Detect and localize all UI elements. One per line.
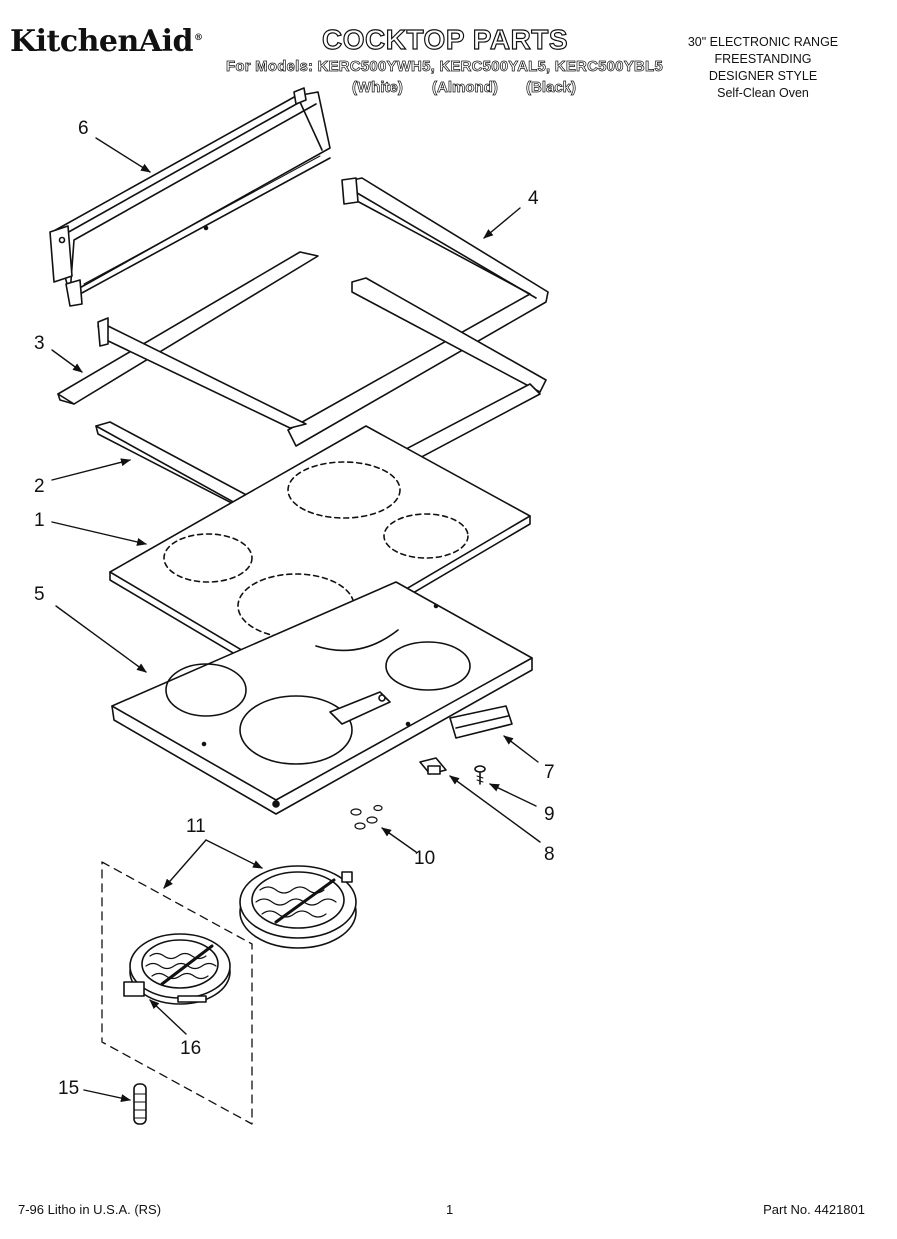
callout-5: 5 <box>34 584 45 605</box>
callout-1: 1 <box>34 510 45 531</box>
leader-lines <box>52 138 540 1102</box>
brand-name: KitchenAid <box>10 24 193 59</box>
leader-16 <box>149 1000 186 1034</box>
registered-mark: ® <box>193 33 203 43</box>
page-title: COCKTOP PARTS <box>321 23 569 55</box>
leader-3 <box>52 350 83 372</box>
dashed-boundary <box>102 862 252 1124</box>
part-5-burner-box <box>112 582 532 814</box>
callout-15: 15 <box>58 1078 80 1099</box>
part-4-cooktop-frame <box>288 178 548 446</box>
leader-4 <box>483 208 520 238</box>
leader-10 <box>381 828 416 852</box>
leader-7 <box>503 736 538 762</box>
spec-line-4: Self-Clean Oven <box>717 86 809 100</box>
leader-15 <box>84 1090 131 1102</box>
callout-4: 4 <box>528 188 539 209</box>
spec-line-3: DESIGNER STYLE <box>708 69 818 83</box>
front-frame <box>98 318 306 428</box>
callout-2: 2 <box>34 476 45 497</box>
footer-part-number: Part No. 4421801 <box>763 1202 865 1217</box>
callout-10: 10 <box>414 848 436 869</box>
leader-9 <box>489 784 536 806</box>
range-spec: 30" ELECTRONIC RANGE FREESTANDING DESIGN… <box>663 34 863 102</box>
brand-logo: KitchenAid® <box>10 24 203 59</box>
part-16-radiant-element <box>124 934 230 1004</box>
callout-8: 8 <box>544 844 555 865</box>
part-15-connector <box>134 1084 146 1124</box>
callout-9: 9 <box>544 804 555 825</box>
callout-11: 11 <box>186 816 206 837</box>
models-line: For Models: KERC500YWH5, KERC500YAL5, KE… <box>226 58 663 76</box>
footer-print-info: 7-96 Litho in U.S.A. (RS) <box>18 1202 162 1217</box>
part-9-screw <box>475 766 485 784</box>
side-trim-channel <box>352 278 546 392</box>
callout-16: 16 <box>180 1038 202 1059</box>
leader-6 <box>96 138 151 172</box>
callout-3: 3 <box>34 333 45 354</box>
leader-11a <box>164 840 206 889</box>
part-11-radiant-element <box>240 866 356 948</box>
part-7-terminal-block <box>450 706 512 738</box>
footer-page-number: 1 <box>446 1202 454 1217</box>
spec-line-2: FREESTANDING <box>714 52 812 66</box>
leader-8 <box>449 776 540 842</box>
part-6-rear-trim <box>50 88 330 306</box>
leader-1 <box>52 522 147 546</box>
leader-2 <box>52 458 131 480</box>
part-10-fasteners <box>351 806 382 830</box>
callout-6: 6 <box>78 118 89 139</box>
color-black: (Black) <box>526 79 577 97</box>
color-white: (White) <box>352 79 404 97</box>
color-almond: (Almond) <box>432 79 499 97</box>
spec-line-1: 30" ELECTRONIC RANGE <box>687 35 839 49</box>
part-8-clip <box>420 758 446 774</box>
leader-5 <box>56 606 147 672</box>
callout-7: 7 <box>544 762 555 783</box>
part-3-trim-channel <box>58 252 318 404</box>
leader-11b <box>206 840 263 868</box>
